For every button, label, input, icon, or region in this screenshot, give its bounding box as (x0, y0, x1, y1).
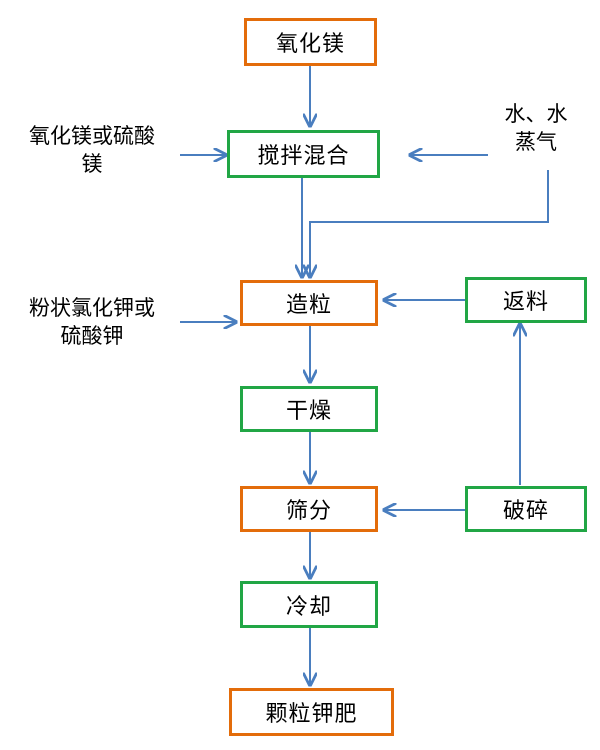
node-granulate: 造粒 (240, 280, 378, 326)
input-mg-source-line2: 镁 (81, 152, 103, 176)
node-return: 返料 (465, 277, 587, 323)
node-return-label: 返料 (502, 290, 549, 315)
node-mgo-label: 氧化镁 (275, 32, 345, 57)
input-water: 水、水 蒸气 (486, 100, 586, 156)
node-dry-label: 干燥 (285, 399, 332, 424)
node-product-label: 颗粒钾肥 (265, 702, 358, 727)
node-mix: 搅拌混合 (227, 130, 380, 178)
node-mgo: 氧化镁 (244, 18, 377, 66)
arrow-water-to-granulate (310, 170, 549, 277)
node-mix-label: 搅拌混合 (257, 144, 350, 169)
input-k-source: 粉状氯化钾或 硫酸钾 (6, 294, 178, 350)
node-granulate-label: 造粒 (285, 293, 332, 318)
input-water-line1: 水、水 (504, 102, 568, 126)
input-water-line2: 蒸气 (515, 130, 557, 154)
input-k-source-line2: 硫酸钾 (60, 324, 124, 348)
node-screen: 筛分 (240, 486, 378, 532)
node-cool-label: 冷却 (285, 594, 332, 620)
input-mg-source: 氧化镁或硫酸 镁 (6, 122, 178, 178)
node-product: 颗粒钾肥 (229, 688, 394, 736)
node-crush: 破碎 (465, 486, 587, 532)
input-mg-source-line1: 氧化镁或硫酸 (29, 124, 155, 148)
node-cool: 冷却 (240, 581, 378, 628)
node-screen-label: 筛分 (285, 499, 332, 524)
node-crush-label: 破碎 (502, 499, 549, 524)
node-dry: 干燥 (240, 386, 378, 432)
input-k-source-line1: 粉状氯化钾或 (29, 296, 155, 320)
